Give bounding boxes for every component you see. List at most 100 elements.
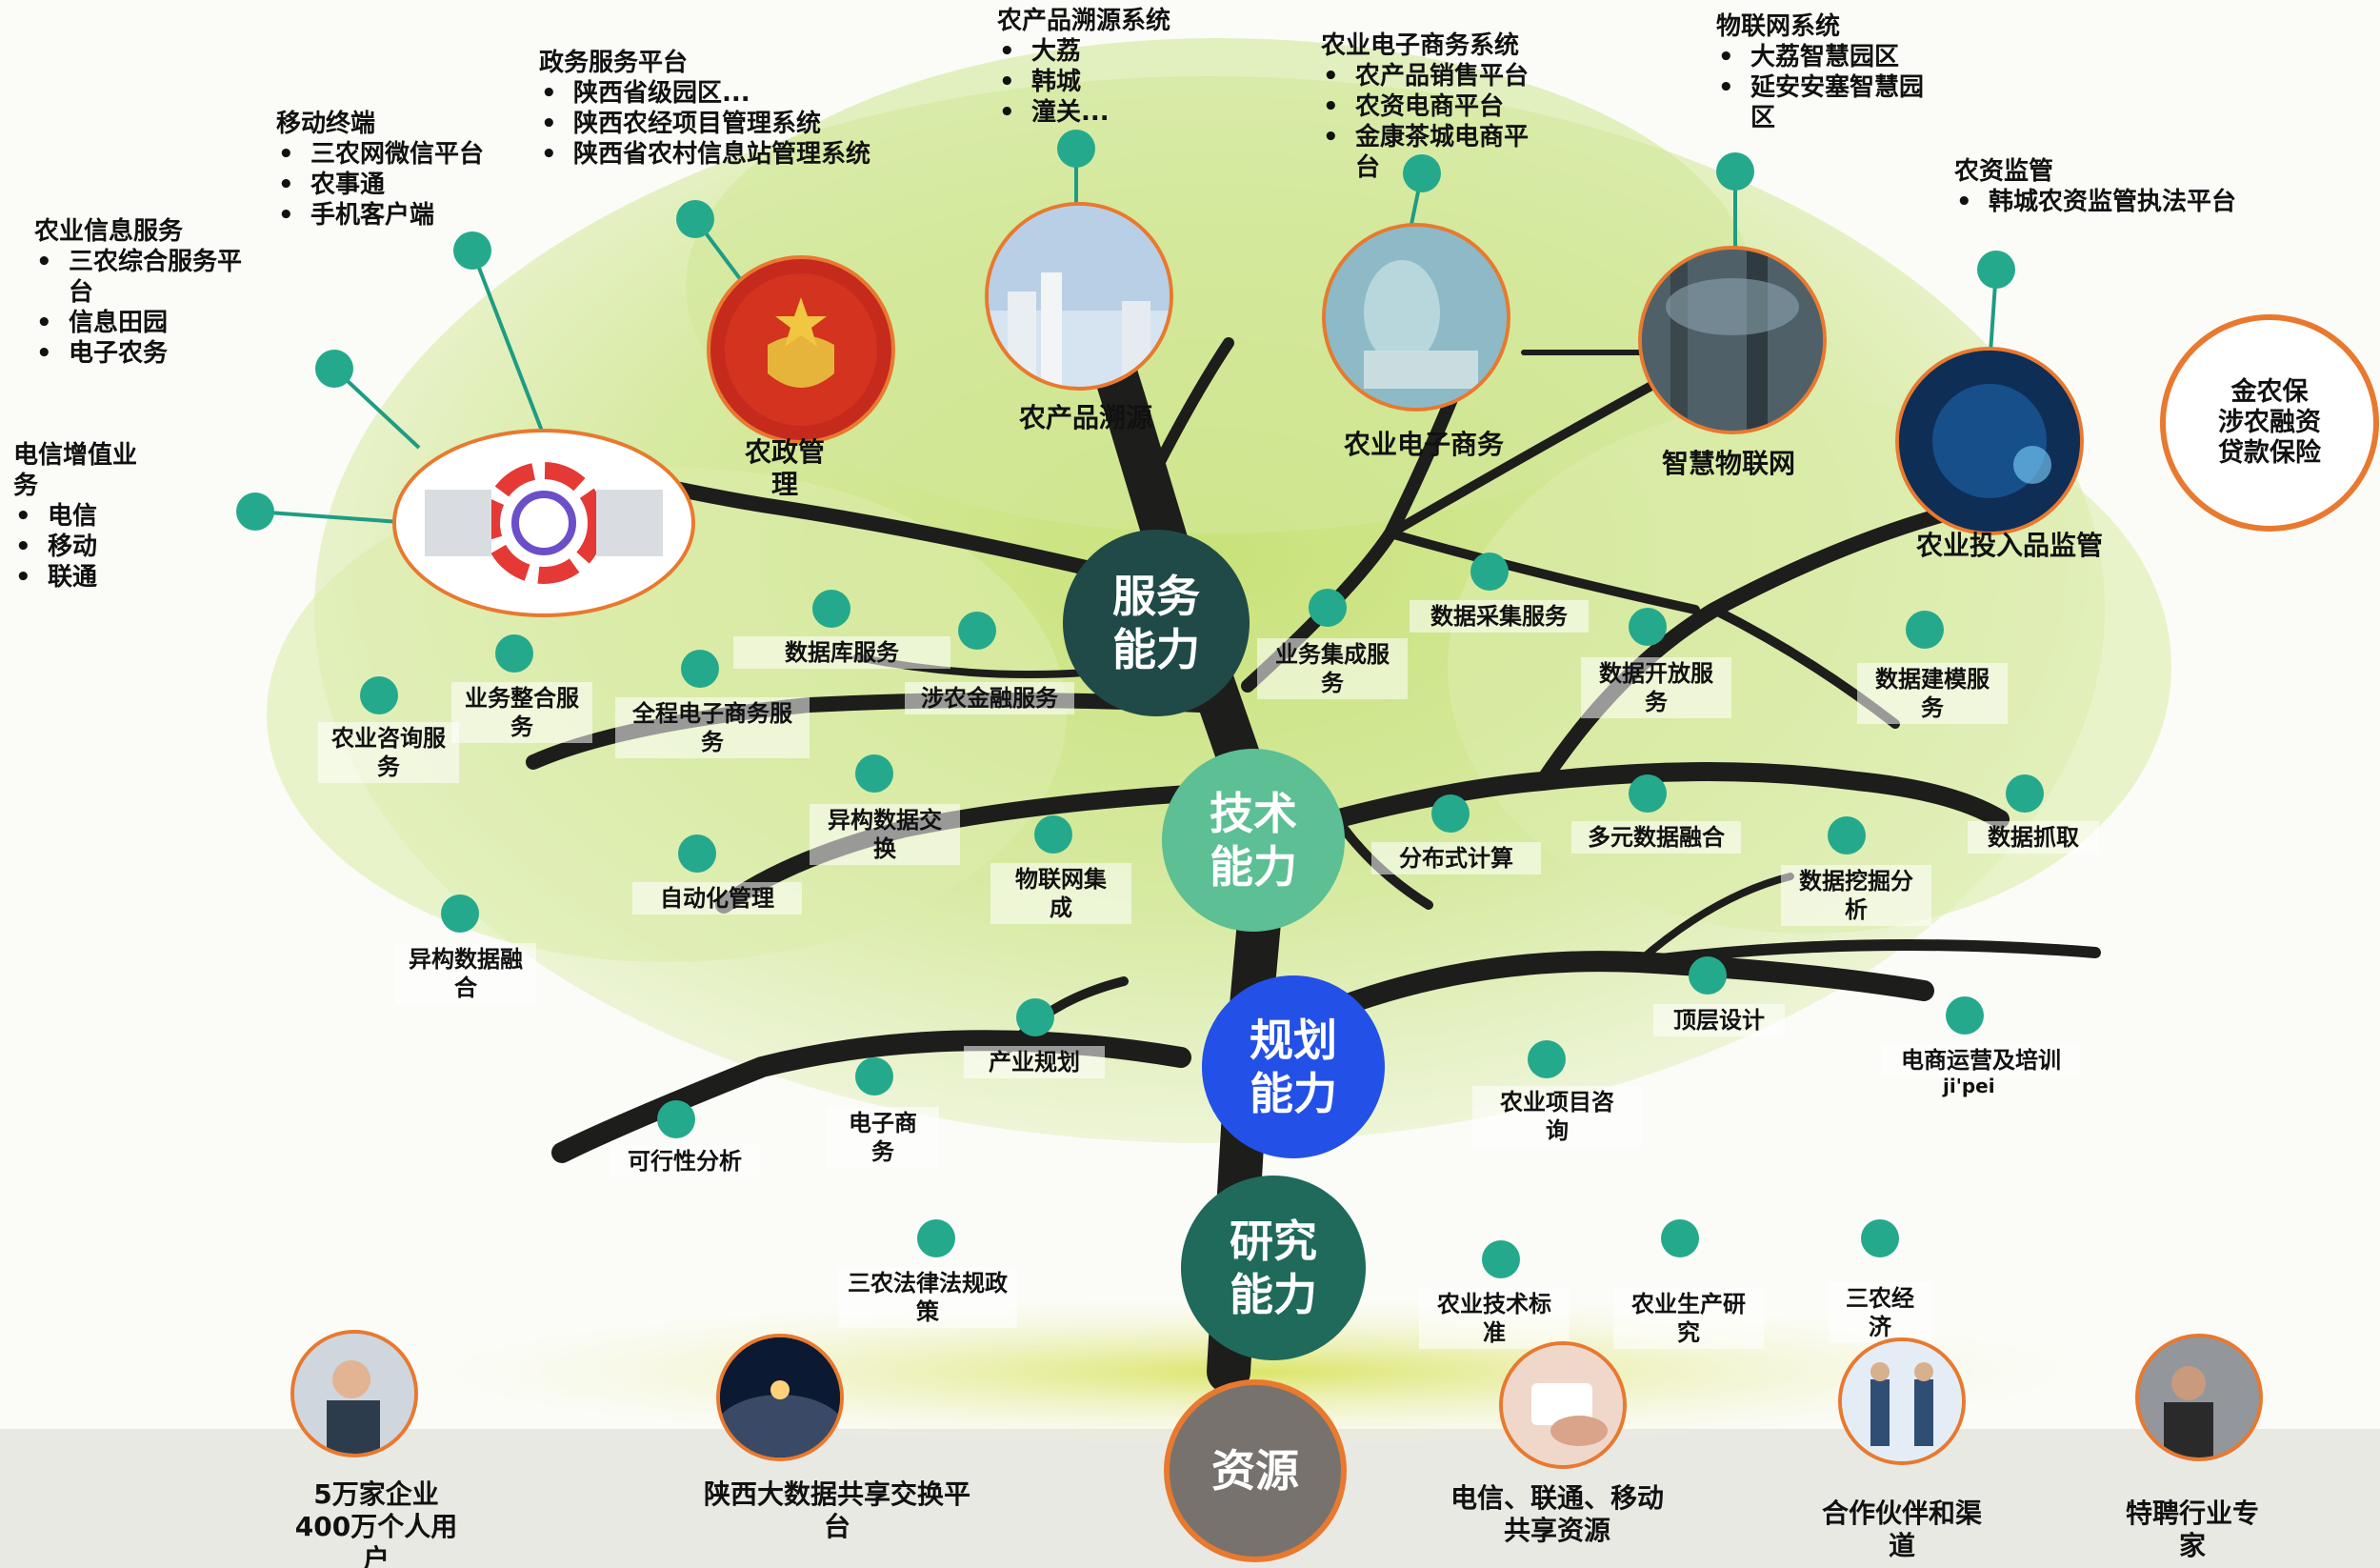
node-label: 物联网集 成 xyxy=(990,863,1131,924)
node-label: 全程电子商务服 务 xyxy=(615,697,810,758)
node-dot xyxy=(855,1057,893,1096)
node-dot xyxy=(1661,1219,1699,1257)
leader-dot xyxy=(1977,251,2015,289)
node-dot xyxy=(1629,774,1667,813)
photo-label-input: 农业投入品监管 xyxy=(1915,530,2103,561)
photo-label-trace: 农产品溯源 xyxy=(1018,402,1152,433)
resource-label-telecom: 电信、联通、移动 共享资源 xyxy=(1450,1482,1664,1546)
annotation-item: 电子农务 xyxy=(36,338,242,369)
research-capability-label: 研究 能力 xyxy=(1230,1216,1317,1320)
leader-dot xyxy=(453,231,491,270)
annotation-iot: 物联网系统 大荔智慧园区 延安安塞智慧园 区 xyxy=(1716,11,1924,133)
node-label: 数据开放服 务 xyxy=(1581,657,1731,718)
research-capability-circle: 研究 能力 xyxy=(1181,1176,1366,1360)
annotation-item: 农事通 xyxy=(278,170,484,200)
partners-photo xyxy=(1838,1337,1966,1465)
node-label: 数据抓取 xyxy=(1968,821,2099,854)
annotation-title: 电信增值业 务 xyxy=(13,441,138,500)
leader-dot xyxy=(676,200,714,238)
node-dot xyxy=(1309,589,1347,627)
tech-capability-circle: 技术 能力 xyxy=(1162,749,1345,932)
node-dot xyxy=(2006,774,2044,813)
node-dot xyxy=(441,895,479,933)
node-label: 数据建模服 务 xyxy=(1857,663,2008,724)
node-dot xyxy=(495,634,533,673)
node-label: 电子商 务 xyxy=(827,1107,939,1168)
telecom-resources-photo xyxy=(1499,1341,1627,1469)
telecom-photo xyxy=(392,429,695,617)
leader-dot xyxy=(236,493,274,531)
annotation-title: 政务服务平台 xyxy=(539,49,689,77)
node-dot xyxy=(678,834,716,873)
leader-dot xyxy=(315,350,353,388)
side-circle-text: 金农保 涉农融资 贷款保险 xyxy=(2218,377,2321,468)
input-supervise-photo xyxy=(1895,347,2084,535)
node-label: 数据采集服务 xyxy=(1410,600,1589,633)
node-dot xyxy=(812,590,850,628)
resource-label-platform: 陕西大数据共享交换平 台 xyxy=(703,1478,970,1542)
annotation-gov: 政务服务平台 陕西省级园区... 陕西农经项目管理系统 陕西省农村信息站管理系统 xyxy=(539,48,870,170)
node-label: 电商运营及培训 xyxy=(1882,1044,2080,1076)
node-dot xyxy=(1470,553,1509,591)
node-label: 三农经 济 xyxy=(1829,1282,1931,1343)
annotation-agri-info: 农业信息服务 三农综合服务平 台 信息田园 电子农务 xyxy=(34,216,242,369)
node-label: 涉农金融服务 xyxy=(905,682,1074,714)
annotation-item: 信息田园 xyxy=(36,308,242,338)
node-label: 业务集成服 务 xyxy=(1257,638,1408,699)
node-label: 农业技术标 准 xyxy=(1419,1288,1570,1349)
node-label: 数据库服务 xyxy=(733,636,950,669)
annotation-mobile: 移动终端 三农网微信平台 农事通 手机客户端 xyxy=(276,109,484,231)
node-label: 业务整合服 务 xyxy=(451,682,592,743)
node-label: 分布式计算 xyxy=(1371,842,1541,874)
resource-label-partners: 合作伙伴和渠 道 xyxy=(1821,1498,1982,1561)
annotation-item: 联通 xyxy=(15,562,137,593)
node-label: 农业咨询服 务 xyxy=(318,722,459,783)
annotation-item: 移动 xyxy=(15,532,137,562)
gov-emblem-photo xyxy=(707,255,895,444)
photo-label-ecom: 农业电子商务 xyxy=(1343,429,1504,460)
annotation-item: 大荔 xyxy=(999,36,1170,67)
service-capability-circle: 服务 能力 xyxy=(1063,530,1250,716)
tech-capability-label: 技术 能力 xyxy=(1210,788,1297,893)
resource-label-experts: 特聘行业专 家 xyxy=(2125,1498,2259,1561)
node-label: 异构数据融 合 xyxy=(395,943,536,1004)
annotation-item: 三农综合服务平 台 xyxy=(36,247,242,308)
node-label: 顶层设计 xyxy=(1653,1004,1785,1036)
annotation-item: 电信 xyxy=(15,501,137,532)
annotation-item: 陕西省农村信息站管理系统 xyxy=(541,139,870,170)
resource-label-enterprise: 5万家企业 400万个人用 户 xyxy=(294,1478,458,1568)
node-dot xyxy=(855,754,893,793)
node-dot xyxy=(1689,956,1727,995)
annotation-trace: 农产品溯源系统 大荔 韩城 潼关... xyxy=(997,6,1170,128)
node-label: 农业生产研 究 xyxy=(1613,1288,1764,1349)
side-circle-insurance: 金农保 涉农融资 贷款保险 xyxy=(2160,314,2379,532)
node-dot xyxy=(1431,794,1470,833)
node-dot xyxy=(681,650,719,688)
plan-capability-label: 规划 能力 xyxy=(1250,1015,1337,1119)
plan-capability-circle: 规划 能力 xyxy=(1202,975,1385,1158)
annotation-item: 大荔智慧园区 xyxy=(1718,42,1924,72)
leader-dot xyxy=(1057,130,1095,168)
annotation-title: 物联网系统 xyxy=(1716,12,1841,41)
node-label: 产业规划 xyxy=(964,1046,1105,1078)
photo-label-gov: 农政管 理 xyxy=(744,436,825,500)
node-dot xyxy=(958,612,996,650)
trace-photo xyxy=(985,202,1173,391)
node-dot xyxy=(1906,611,1944,649)
annotation-title: 移动终端 xyxy=(276,110,376,138)
node-label: 多元数据融合 xyxy=(1571,821,1741,854)
node-dot xyxy=(1861,1219,1899,1257)
annotation-title: 农资监管 xyxy=(1954,157,2054,186)
node-label: 可行性分析 xyxy=(610,1145,760,1177)
annotation-item: 陕西农经项目管理系统 xyxy=(541,109,870,139)
node-label: 异构数据交 换 xyxy=(810,804,960,865)
annotation-item: 农资电商平台 xyxy=(1323,91,1529,122)
leader-dot xyxy=(1403,154,1441,192)
node-label: 数据挖掘分 析 xyxy=(1781,865,1931,926)
node-label: 自动化管理 xyxy=(632,882,802,915)
annotation-title: 农产品溯源系统 xyxy=(997,7,1171,35)
ecom-photo xyxy=(1322,223,1510,412)
node-dot xyxy=(1482,1240,1520,1278)
node-dot xyxy=(1946,996,1984,1035)
